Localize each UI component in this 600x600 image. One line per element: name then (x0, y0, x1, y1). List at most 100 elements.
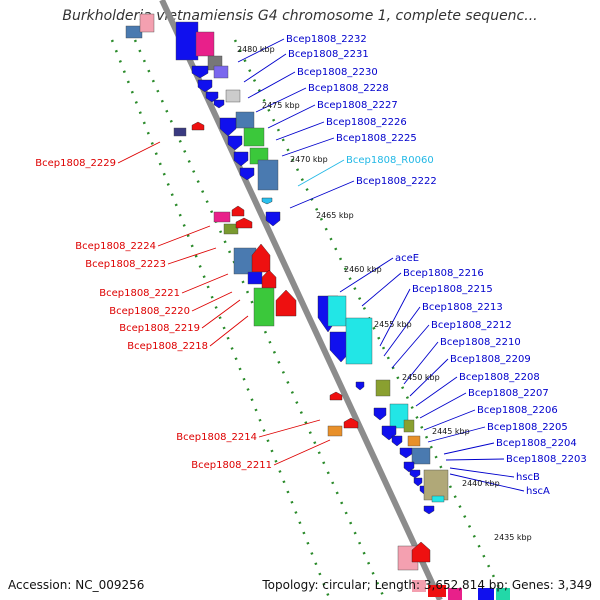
tick-label: 2475 kbp (262, 101, 300, 110)
reverse-gene-block (139, 13, 155, 33)
reverse-gene-block (253, 287, 275, 327)
tick-label: 2445 kbp (432, 427, 470, 436)
leader-line (403, 341, 439, 385)
forward-gene-block (403, 419, 415, 433)
forward-gene-arrow (233, 151, 249, 167)
forward-gene-block (411, 447, 431, 465)
forward-gene-block (345, 317, 373, 365)
reverse-gene-labels[interactable]: Bcep1808_2229Bcep1808_2224Bcep1808_2223B… (35, 158, 272, 471)
reverse-strand-features (125, 13, 431, 571)
gene-label-bcep1808_2228[interactable]: Bcep1808_2228 (308, 83, 389, 94)
leader-line (243, 53, 287, 83)
gene-label-bcep1808_2210[interactable]: Bcep1808_2210 (440, 337, 521, 348)
forward-gene-arrow (399, 447, 413, 459)
gene-label-bcep1808_2203[interactable]: Bcep1808_2203 (506, 454, 587, 465)
gene-label-hscb[interactable]: hscB (516, 472, 540, 483)
reverse-gene-arrow (235, 217, 253, 229)
gene-label-bcep1808_2222[interactable]: Bcep1808_2222 (356, 176, 437, 187)
gene-label-bcep1808_2209[interactable]: Bcep1808_2209 (450, 354, 531, 365)
leader-line (427, 426, 486, 443)
leader-line (423, 409, 476, 431)
gene-stub (448, 588, 462, 600)
gene-label-bcep1808_2218[interactable]: Bcep1808_2218 (127, 341, 208, 352)
leader-line (275, 121, 325, 141)
leader-line (415, 376, 458, 407)
tick-label: 2470 kbp (290, 155, 328, 164)
gene-label-bcep1808_2207[interactable]: Bcep1808_2207 (468, 388, 549, 399)
gene-label-bcep1808_2220[interactable]: Bcep1808_2220 (109, 306, 190, 317)
map-title: Burkholderia vietnamiensis G4 chromosome… (62, 8, 538, 24)
gene-label-bcep1808_2213[interactable]: Bcep1808_2213 (422, 302, 503, 313)
leader-line (281, 137, 335, 157)
leader-line (267, 104, 316, 129)
reverse-gene-arrow (411, 541, 431, 563)
forward-gene-arrow (197, 79, 213, 93)
leader-line (209, 315, 249, 347)
leader-line (191, 291, 233, 312)
inner-dotted-guide (110, 39, 332, 600)
forward-gene-arrow (423, 505, 435, 515)
leader-line (273, 439, 331, 466)
reverse-gene-block (247, 271, 263, 285)
leader-line (181, 273, 229, 294)
leader-line (379, 288, 411, 347)
reverse-gene-arrow (343, 417, 359, 429)
gene-label-bcep1808_2224[interactable]: Bcep1808_2224 (75, 241, 156, 252)
gene-label-bcep1808_2214[interactable]: Bcep1808_2214 (176, 432, 257, 443)
reverse-gene-block (125, 25, 143, 39)
forward-gene-arrow (213, 99, 225, 109)
gene-label-bcep1808_2208[interactable]: Bcep1808_2208 (459, 372, 540, 383)
reverse-gene-block (327, 425, 343, 437)
forward-gene-arrow (227, 135, 243, 151)
gene-label-bcep1808_2227[interactable]: Bcep1808_2227 (317, 100, 398, 111)
gene-label-bcep1808_2216[interactable]: Bcep1808_2216 (403, 268, 484, 279)
accession-text: Accession: NC_009256 (8, 578, 145, 592)
gene-label-hsca[interactable]: hscA (526, 486, 550, 497)
forward-gene-block (257, 159, 279, 191)
gene-stub (478, 588, 494, 600)
forward-gene-block (243, 127, 265, 147)
gene-label-bcep1808_2219[interactable]: Bcep1808_2219 (119, 323, 200, 334)
leader-line (157, 225, 211, 247)
gene-label-bcep1808_2226[interactable]: Bcep1808_2226 (326, 117, 407, 128)
gene-label-acee[interactable]: aceE (395, 253, 419, 264)
gene-label-bcep1808_2212[interactable]: Bcep1808_2212 (431, 320, 512, 331)
gene-label-bcep1808_2223[interactable]: Bcep1808_2223 (85, 259, 166, 270)
leader-line (258, 419, 321, 438)
reverse-gene-arrow (329, 391, 343, 401)
gene-label-bcep1808_2205[interactable]: Bcep1808_2205 (487, 422, 568, 433)
forward-gene-labels[interactable]: Bcep1808_2232Bcep1808_2231Bcep1808_2230B… (286, 34, 587, 497)
topology-summary-text: Topology: circular; Length: 3,652,814 bp… (262, 578, 592, 592)
leader-line (255, 87, 307, 113)
forward-gene-block (225, 89, 241, 103)
gene-label-bcep1808_2211[interactable]: Bcep1808_2211 (191, 460, 272, 471)
forward-gene-arrow (261, 197, 273, 205)
leader-line (117, 141, 161, 164)
gene-label-bcep1808_2231[interactable]: Bcep1808_2231 (288, 49, 369, 60)
tick-label: 2465 kbp (316, 211, 354, 220)
gene-label-bcep1808_r0060[interactable]: Bcep1808_R0060 (346, 155, 434, 166)
gene-label-bcep1808_2232[interactable]: Bcep1808_2232 (286, 34, 367, 45)
gene-label-bcep1808_2230[interactable]: Bcep1808_2230 (297, 67, 378, 78)
forward-strand-features (175, 21, 510, 600)
gene-label-bcep1808_2215[interactable]: Bcep1808_2215 (412, 284, 493, 295)
gene-stub (412, 580, 426, 592)
leader-line (445, 458, 505, 461)
leader-line (449, 467, 515, 478)
gene-label-bcep1808_2225[interactable]: Bcep1808_2225 (336, 133, 417, 144)
leader-line (247, 71, 296, 99)
reverse-gene-block (173, 127, 187, 137)
forward-gene-block (213, 65, 229, 79)
gene-label-bcep1808_2206[interactable]: Bcep1808_2206 (477, 405, 558, 416)
tick-label: 2480 kbp (237, 45, 275, 54)
leader-line (391, 324, 430, 369)
gene-label-bcep1808_2204[interactable]: Bcep1808_2204 (496, 438, 577, 449)
tick-label: 2450 kbp (402, 373, 440, 382)
forward-gene-block (375, 379, 391, 397)
leader-line (167, 247, 217, 265)
leader-line (443, 442, 495, 455)
gene-label-bcep1808_2229[interactable]: Bcep1808_2229 (35, 158, 116, 169)
gene-label-bcep1808_2221[interactable]: Bcep1808_2221 (99, 288, 180, 299)
reverse-gene-arrow (191, 121, 205, 131)
